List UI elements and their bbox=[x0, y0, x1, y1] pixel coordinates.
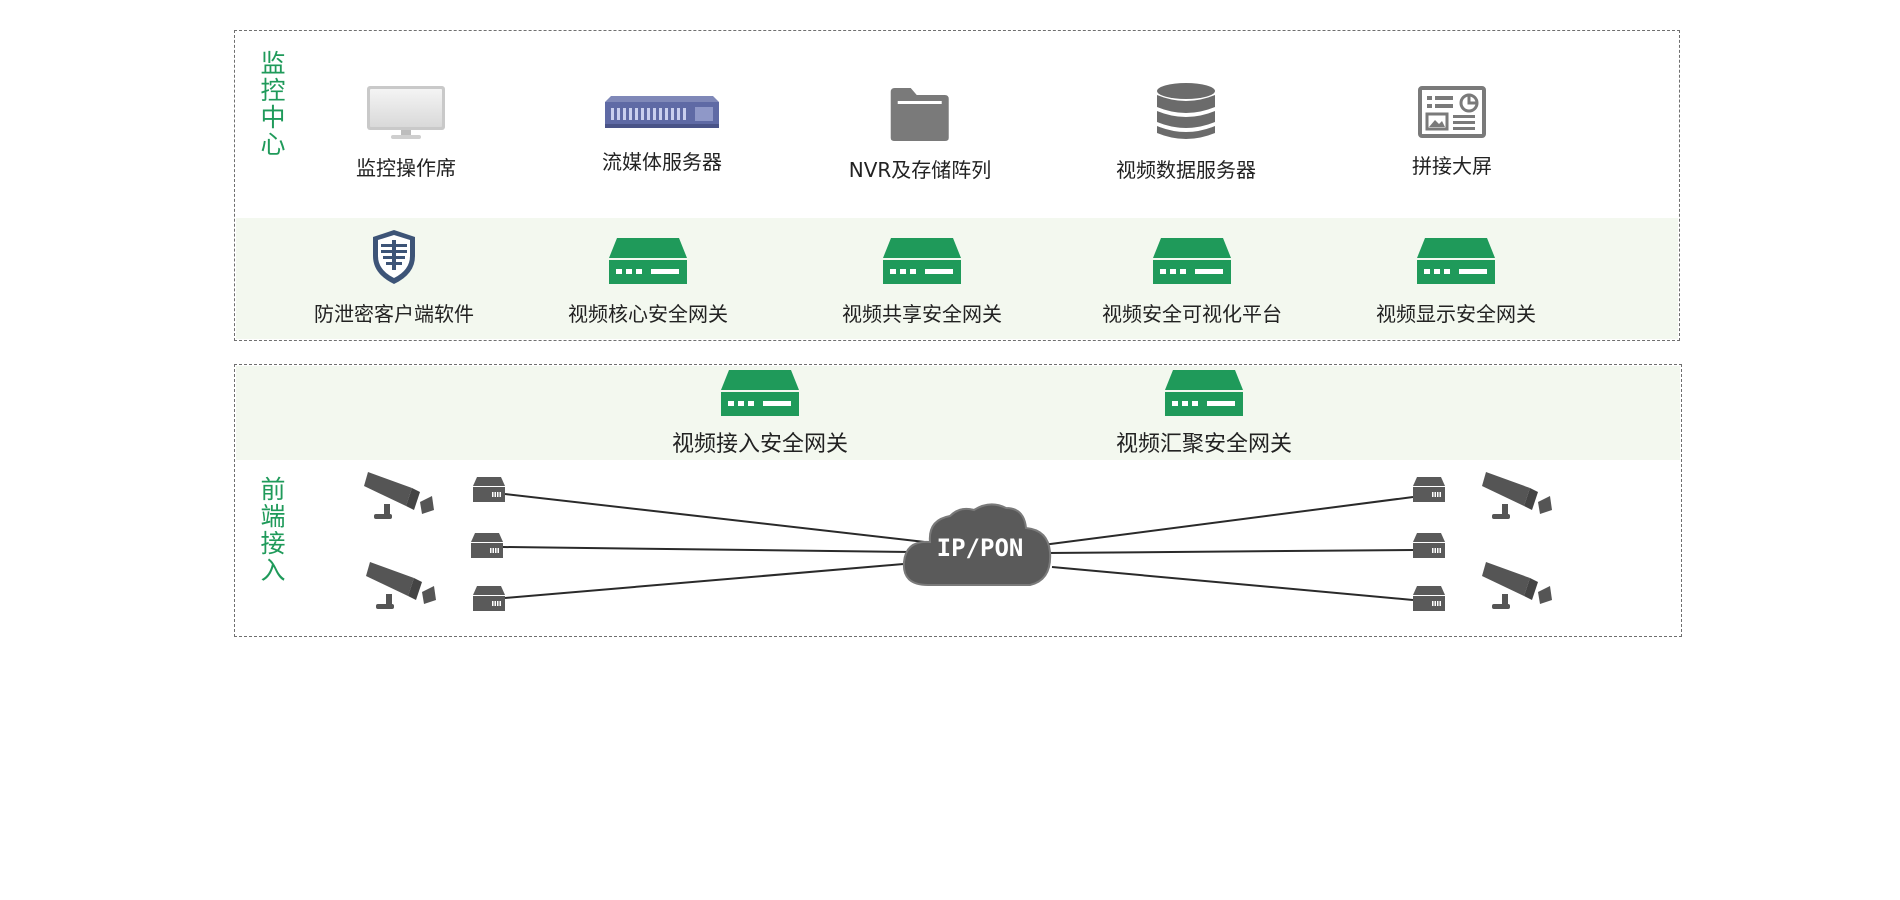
gateway-label: 视频汇聚安全网关 bbox=[1115, 432, 1293, 457]
gateway-label: 视频接入安全网关 bbox=[671, 432, 849, 457]
device-label: 流媒体服务器 bbox=[602, 150, 722, 174]
nvr-storage-array: NVR及存储阵列 bbox=[848, 84, 992, 183]
right-cameras bbox=[1482, 472, 1552, 609]
video-access-gateway: 视频接入安全网关 bbox=[672, 368, 848, 458]
gateway-icon bbox=[1163, 368, 1245, 418]
link-line bbox=[504, 562, 916, 599]
device-label: NVR及存储阵列 bbox=[848, 158, 992, 182]
cctv-camera-icon bbox=[366, 562, 436, 609]
encoder-box-icon bbox=[1413, 533, 1445, 558]
left-cameras bbox=[364, 472, 436, 609]
shield-icon bbox=[370, 228, 418, 286]
database-icon bbox=[1155, 82, 1217, 142]
link-line bbox=[1047, 549, 1414, 554]
encoder-box-icon bbox=[1413, 477, 1445, 502]
link-line bbox=[1034, 496, 1414, 547]
link-line bbox=[502, 546, 913, 553]
cctv-camera-icon bbox=[364, 472, 434, 519]
frontend-access-title: 前端接入 bbox=[257, 476, 286, 584]
monitor-icon bbox=[365, 84, 447, 140]
encoder-box-icon bbox=[471, 533, 503, 558]
frontend-access-section bbox=[234, 364, 1682, 637]
encoder-box-icon bbox=[473, 586, 505, 611]
frontend-gateway-band bbox=[236, 366, 1680, 460]
link-lines bbox=[502, 493, 1414, 601]
gateway-icon bbox=[719, 368, 801, 418]
security-label: 视频安全可视化平台 bbox=[1102, 302, 1282, 326]
cctv-camera-icon bbox=[1482, 472, 1552, 519]
security-label: 视频显示安全网关 bbox=[1376, 302, 1536, 326]
video-display-gateway: 视频显示安全网关 bbox=[1376, 236, 1536, 327]
cloud-icon bbox=[902, 503, 1052, 586]
video-sharing-gateway: 视频共享安全网关 bbox=[842, 236, 1002, 327]
network-label: IP/PON bbox=[937, 534, 1024, 562]
streaming-media-server: 流媒体服务器 bbox=[602, 86, 722, 175]
gateway-icon bbox=[607, 236, 689, 286]
device-label: 监控操作席 bbox=[356, 156, 456, 180]
left-encoders bbox=[471, 477, 505, 611]
video-visualization-platform: 视频安全可视化平台 bbox=[1102, 236, 1282, 327]
folder-icon bbox=[889, 84, 951, 142]
link-line bbox=[1051, 566, 1414, 601]
gateway-icon bbox=[1151, 236, 1233, 286]
gateway-icon bbox=[1415, 236, 1497, 286]
dashboard-screen-icon bbox=[1418, 86, 1486, 138]
anti-leak-client: 防泄密客户端软件 bbox=[314, 228, 474, 327]
security-label: 视频核心安全网关 bbox=[568, 302, 728, 326]
video-data-server: 视频数据服务器 bbox=[1116, 82, 1256, 183]
encoder-box-icon bbox=[1413, 586, 1445, 611]
cctv-camera-icon bbox=[1482, 562, 1552, 609]
monitoring-center-title: 监控中心 bbox=[257, 50, 286, 158]
device-label: 视频数据服务器 bbox=[1116, 158, 1256, 182]
right-encoders bbox=[1413, 477, 1445, 611]
rack-server-icon bbox=[603, 86, 721, 134]
monitoring-center-section bbox=[234, 30, 1680, 341]
security-label: 防泄密客户端软件 bbox=[314, 302, 474, 326]
gateway-icon bbox=[881, 236, 963, 286]
link-line bbox=[504, 493, 926, 543]
video-core-gateway: 视频核心安全网关 bbox=[568, 236, 728, 327]
video-aggregation-gateway: 视频汇聚安全网关 bbox=[1116, 368, 1292, 458]
security-label: 视频共享安全网关 bbox=[842, 302, 1002, 326]
operator-console: 监控操作席 bbox=[356, 84, 456, 181]
encoder-box-icon bbox=[473, 477, 505, 502]
splicing-screen: 拼接大屏 bbox=[1412, 86, 1492, 179]
device-label: 拼接大屏 bbox=[1412, 154, 1492, 178]
